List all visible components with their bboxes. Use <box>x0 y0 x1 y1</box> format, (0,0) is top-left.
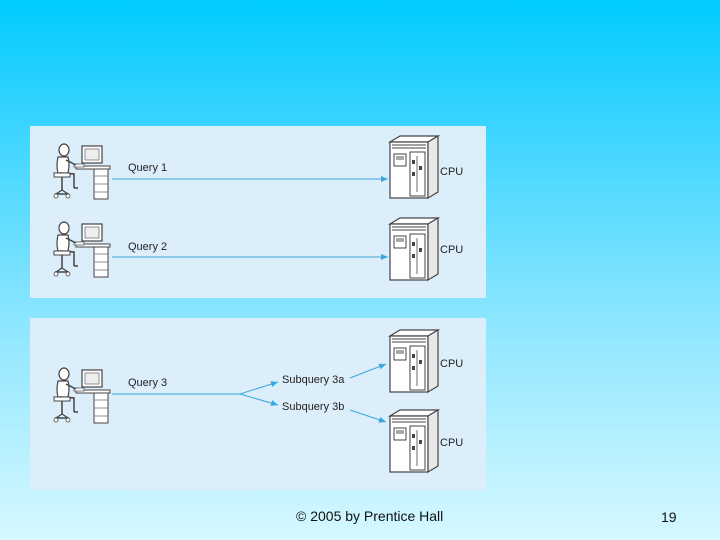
user-workstation-1-icon <box>53 143 111 200</box>
split-arrow-b <box>239 393 279 406</box>
cpu-3-label: CPU <box>440 358 463 370</box>
panel-parallel-subqueries: Query 3 Subquery 3a Subquery 3b CPU CPU <box>30 318 486 490</box>
subquery-3a-arrow <box>349 363 387 379</box>
cpu-server-4-icon <box>389 409 439 473</box>
query-3-label: Query 3 <box>128 377 167 389</box>
subquery-3b-label: Subquery 3b <box>282 401 344 413</box>
cpu-server-3-icon <box>389 329 439 393</box>
split-arrow-a <box>239 381 279 395</box>
panel-separate-queries: Query 1 Query 2 CPU CPU <box>30 126 486 298</box>
subquery-3b-arrow <box>349 409 387 423</box>
cpu-4-label: CPU <box>440 437 463 449</box>
query-1-label: Query 1 <box>128 162 167 174</box>
subquery-3a-label: Subquery 3a <box>282 374 345 386</box>
copyright-footer: © 2005 by Prentice Hall <box>296 508 444 524</box>
cpu-1-label: CPU <box>440 166 463 178</box>
page-number: 19 <box>661 509 677 525</box>
user-workstation-2-icon <box>53 221 111 278</box>
cpu-server-2-icon <box>389 217 439 281</box>
user-workstation-3-icon <box>53 367 111 424</box>
diagram-separate-queries: Query 1 Query 2 CPU CPU <box>53 135 463 281</box>
query-2-label: Query 2 <box>128 241 167 253</box>
cpu-2-label: CPU <box>440 244 463 256</box>
diagram-parallel-subqueries: Query 3 Subquery 3a Subquery 3b CPU CPU <box>53 329 463 473</box>
cpu-server-1-icon <box>389 135 439 199</box>
